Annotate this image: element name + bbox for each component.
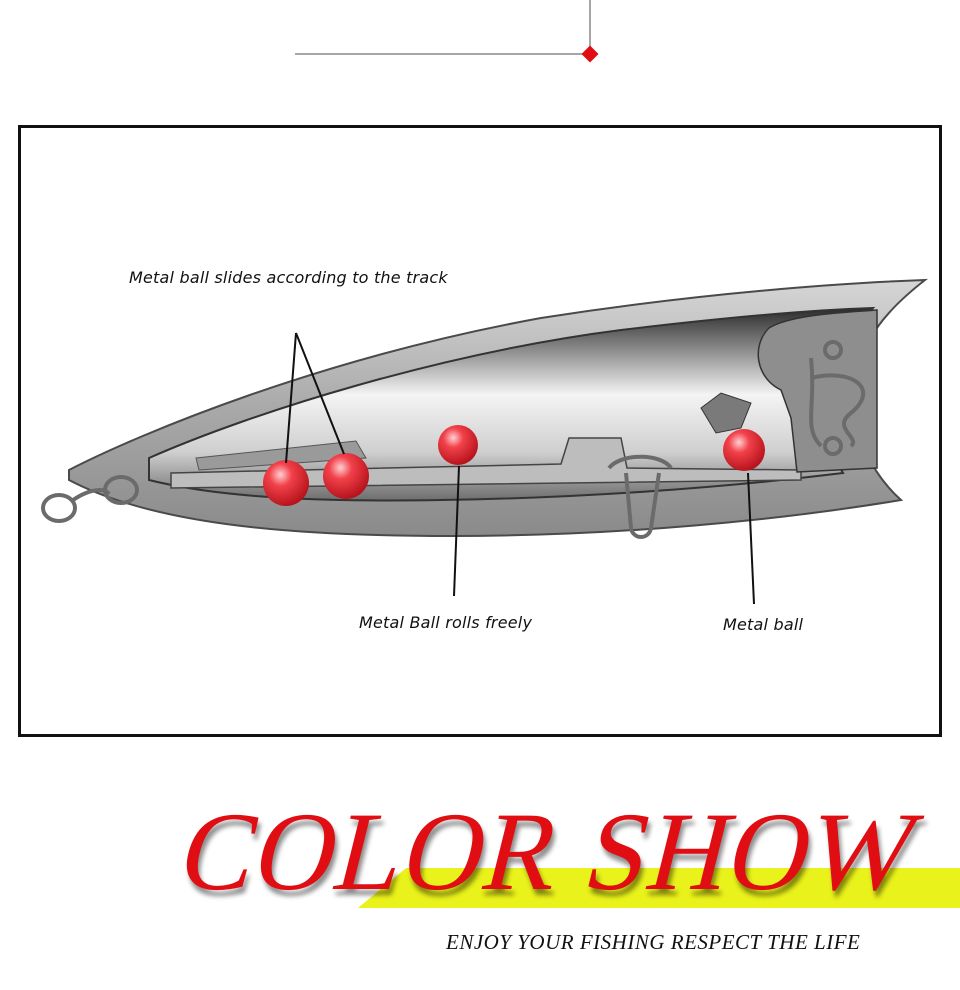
color-show-banner: COLOR SHOW ENJOY YOUR FISHING RESPECT TH…: [0, 780, 960, 990]
leader-track-right: [295, 332, 345, 455]
leader-head: [747, 472, 755, 605]
header-decoration: [295, 0, 599, 63]
callout-track-text: Metal ball slides according to the track: [129, 268, 448, 287]
line-tie-hanger: [809, 340, 866, 456]
metal-ball-track-2: [323, 453, 369, 499]
lure-cutaway-diagram: [41, 278, 929, 605]
callout-ball-text: Metal ball: [723, 615, 804, 634]
leader-track-left: [285, 332, 297, 464]
nose-split-ring: [41, 475, 139, 523]
banner-subtitle: ENJOY YOUR FISHING RESPECT THE LIFE: [446, 930, 861, 954]
banner-title: COLOR SHOW: [168, 790, 933, 914]
belly-hook-hanger: [607, 454, 673, 539]
upper-track-rail: [195, 440, 367, 471]
leader-free: [453, 465, 460, 597]
callout-free-text: Metal Ball rolls freely: [359, 613, 533, 632]
yellow-highlight-bar: [358, 868, 960, 908]
callout-leader-lines: [285, 332, 755, 605]
weight-fin: [700, 392, 752, 434]
diagram-frame: Metal ball slides according to the track…: [18, 125, 942, 737]
metal-ball-head: [723, 429, 765, 471]
header-red-diamond: [581, 45, 599, 63]
metal-ball-free: [438, 425, 478, 465]
metal-ball-track-1: [263, 460, 309, 506]
